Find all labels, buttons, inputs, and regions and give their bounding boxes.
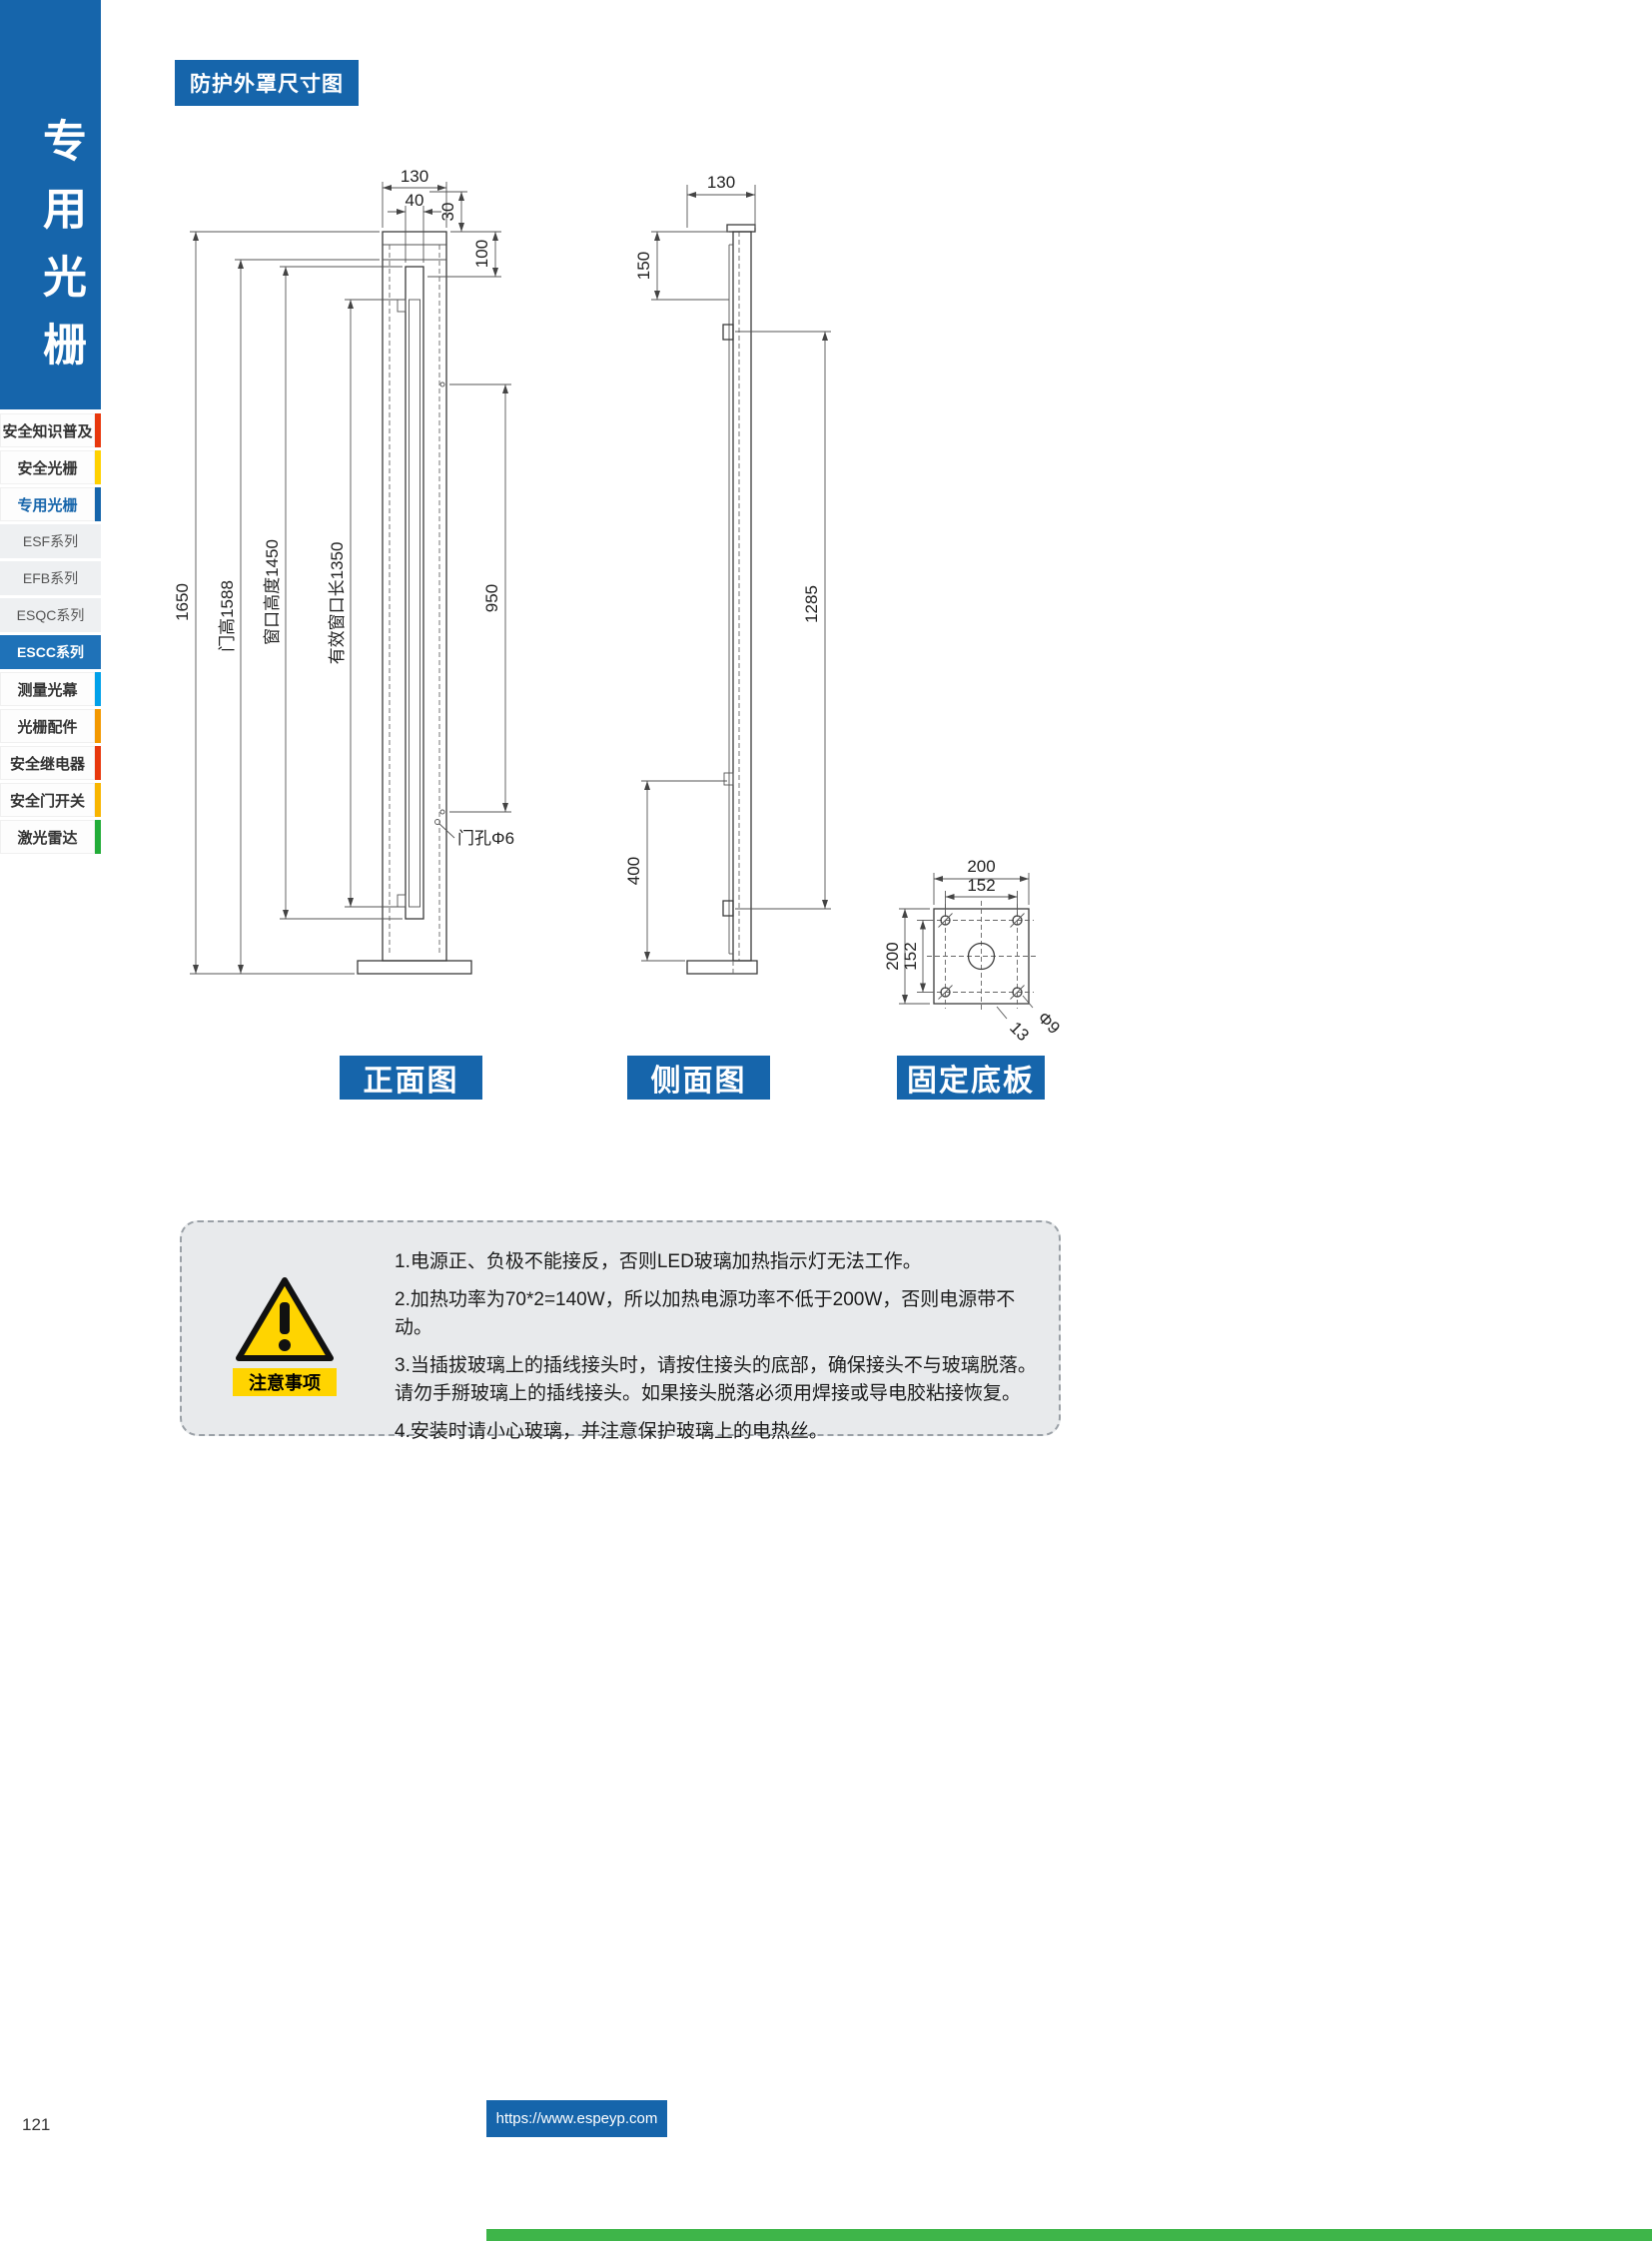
side-view-label: 侧面图 [627,1056,770,1100]
technical-drawings: 130 40 30 100 1650 门高1588 [173,167,1064,1045]
footer-accent-bar [486,2229,1652,2241]
sidebar-item-escc-series[interactable]: ESCC系列 [0,635,101,669]
sidebar-nav: 安全知识普及 安全光栅 专用光栅 ESF系列 EFB系列 ESQC系列 ESCC… [0,413,101,854]
note-item: 4.安装时请小心玻璃，并注意保护玻璃上的电热丝。 [395,1420,828,1442]
sidebar-item-label: 光栅配件 [17,718,78,736]
dim-front-top-inset: 100 [472,240,491,268]
dim-front-window-height: 窗口高度1450 [263,539,282,645]
sidebar-item-accessories[interactable]: 光栅配件 [0,709,101,743]
sidebar-item-measuring-light-curtain[interactable]: 测量光幕 [0,672,101,706]
dim-side-span: 1285 [802,585,821,623]
sidebar-item-label: 专用光栅 [17,496,78,514]
sidebar-item-label: EFB系列 [22,570,79,586]
sidebar-vertical-title: 专用光栅 [36,118,85,389]
front-view-label: 正面图 [340,1056,482,1100]
notes-title-badge: 注意事项 [233,1368,337,1396]
sidebar-item-laser-radar[interactable]: 激光雷达 [0,820,101,854]
sidebar-item-safety-relay[interactable]: 安全继电器 [0,746,101,780]
sidebar-item-special-light-curtain[interactable]: 专用光栅 [0,487,101,521]
sidebar-item-label: 安全光栅 [17,459,78,477]
note-item: 1.电源正、负极不能接反，否则LED玻璃加热指示灯无法工作。 [395,1251,922,1272]
page-number: 121 [22,2115,51,2134]
sidebar-item-label: 安全继电器 [9,755,85,773]
dim-front-effective-window: 有效窗口长1350 [328,542,347,665]
dim-base-corner: 13 [1006,1018,1033,1045]
dim-front-mid-height: 950 [482,584,501,612]
dim-base-hole-pitch-y: 152 [901,942,920,970]
dim-front-top-offset: 30 [438,203,457,222]
dim-base-hole: Φ9 [1034,1008,1064,1038]
dim-front-window-width: 40 [406,191,424,210]
sidebar-item-label: 测量光幕 [17,681,78,699]
sidebar-item-safety-door-switch[interactable]: 安全门开关 [0,783,101,817]
sidebar-item-label: 安全门开关 [9,792,85,810]
dim-side-bottom: 400 [624,857,643,885]
side-view: 130 150 1285 400 [624,173,831,975]
sidebar-item-label: 安全知识普及 [2,422,93,440]
sidebar-item-esqc-series[interactable]: ESQC系列 [0,598,101,632]
dim-base-hole-pitch-x: 152 [967,876,995,895]
footer-url[interactable]: https://www.espeyp.com [486,2100,667,2137]
dim-side-top: 150 [634,252,653,280]
dim-base-height: 200 [883,942,902,970]
note-item: 3.当插拔玻璃上的插线接头时，请按住接头的底部，确保接头不与玻璃脱落。请勿手掰玻… [395,1354,1037,1405]
sidebar-item-efb-series[interactable]: EFB系列 [0,561,101,595]
sidebar-header-block: 专用光栅 [0,0,101,409]
sidebar-item-safety-knowledge[interactable]: 安全知识普及 [0,413,101,447]
dim-side-depth: 130 [707,173,735,192]
sidebar-item-label: ESF系列 [22,533,79,549]
sidebar-item-label: 激光雷达 [17,829,78,847]
dim-front-door-height: 门高1588 [218,580,237,652]
base-plate-label: 固定底板 [897,1056,1045,1100]
sidebar-item-label: ESQC系列 [16,607,85,623]
dim-front-total-height: 1650 [173,583,192,621]
note-item: 2.加热功率为70*2=140W，所以加热电源功率不低于200W，否则电源带不动… [395,1288,1016,1339]
section-title-badge: 防护外罩尺寸图 [175,60,359,106]
front-view: 130 40 30 100 1650 门高1588 [173,167,514,975]
warning-triangle-icon [236,1277,334,1361]
dim-front-door-hole: 门孔Φ6 [457,829,514,848]
dim-front-width: 130 [401,167,428,186]
notes-text: 1.电源正、负极不能接反，否则LED玻璃加热指示灯无法工作。 2.加热功率为70… [395,1248,1042,1455]
notes-box: 注意事项 1.电源正、负极不能接反，否则LED玻璃加热指示灯无法工作。 2.加热… [180,1220,1061,1442]
sidebar-item-safety-light-curtain[interactable]: 安全光栅 [0,450,101,484]
base-plate-view: 200 152 200 152 13 Φ9 [883,857,1064,1045]
sidebar-item-label: ESCC系列 [17,644,84,660]
dim-base-width: 200 [967,857,995,876]
sidebar-item-esf-series[interactable]: ESF系列 [0,524,101,558]
